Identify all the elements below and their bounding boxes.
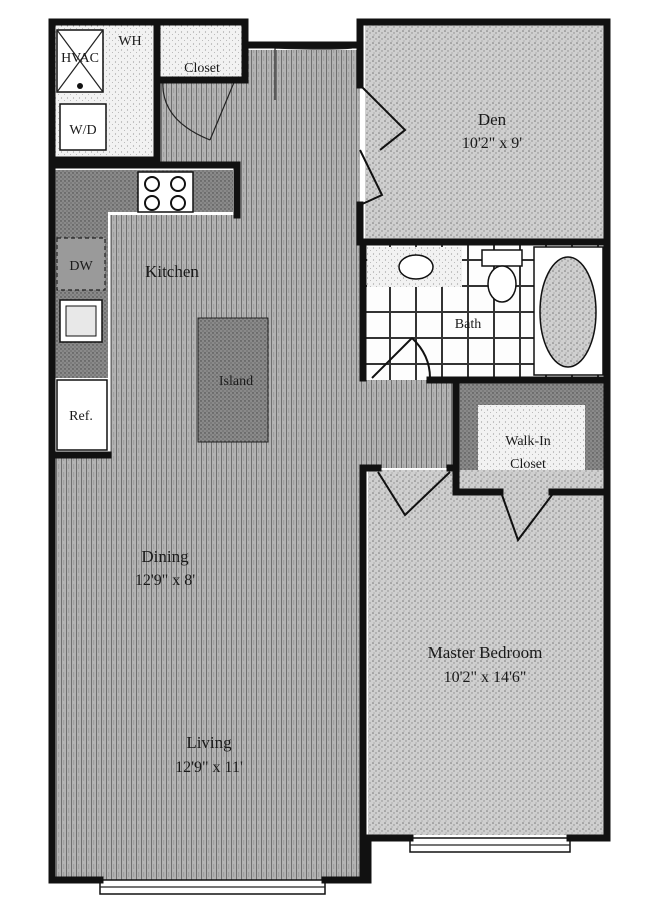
burner <box>170 195 186 211</box>
dw-label: DW <box>69 259 93 274</box>
den-label: Den <box>478 110 507 129</box>
hallway-floor <box>360 378 455 468</box>
closet-label: Closet <box>184 61 220 76</box>
walkin-door-swing <box>501 494 553 543</box>
dishwasher <box>56 237 106 291</box>
fridge-wall <box>48 166 112 459</box>
bath-door-swing <box>371 337 431 379</box>
kitchen-sink-basin <box>65 305 97 337</box>
bath-label: Bath <box>455 317 481 332</box>
bath-sink <box>398 254 434 280</box>
dining-label: Dining <box>141 547 189 566</box>
walkin-label-2: Closet <box>510 457 546 472</box>
master-bedroom-dimensions: 10'2" x 14'6" <box>444 669 527 686</box>
toilet-tank <box>481 249 523 267</box>
burner <box>144 195 160 211</box>
master-bedroom-label: Master Bedroom <box>428 643 543 662</box>
burner <box>144 176 160 192</box>
water-heater-dot <box>77 83 83 89</box>
bathtub-basin <box>539 256 597 368</box>
kitchen-island <box>197 317 269 443</box>
bedroom-door-swing <box>377 471 451 517</box>
dining-dimensions: 12'9" x 8' <box>135 572 195 589</box>
den-door-swing <box>359 84 407 206</box>
ref-label: Ref. <box>69 409 93 424</box>
living-dimensions: 12'9" x 11' <box>175 759 243 776</box>
burner <box>170 176 186 192</box>
closet-wall <box>156 41 249 84</box>
island-label: Island <box>219 374 253 389</box>
kitchen-wall <box>48 161 241 219</box>
closet-door-swing <box>162 79 236 141</box>
living-dining-kitchen-floor <box>55 50 360 880</box>
entry-closet-floor <box>160 25 245 80</box>
wd-label: W/D <box>69 123 96 138</box>
living-label: Living <box>186 733 232 752</box>
wh-label: WH <box>118 34 141 49</box>
hvac-cross <box>56 29 104 93</box>
utility-wall <box>48 18 161 164</box>
hvac-label: HVAC <box>61 51 99 66</box>
den-dimensions: 10'2" x 9' <box>462 135 522 152</box>
walkin-wall <box>452 376 611 496</box>
toilet-bowl <box>487 265 517 303</box>
kitchen-label: Kitchen <box>145 262 199 281</box>
walkin-label: Walk-In <box>505 434 551 449</box>
master-bedroom-floor <box>368 470 605 835</box>
refrigerator <box>56 379 108 451</box>
washer-dryer <box>59 103 107 151</box>
den-floor <box>365 25 605 240</box>
